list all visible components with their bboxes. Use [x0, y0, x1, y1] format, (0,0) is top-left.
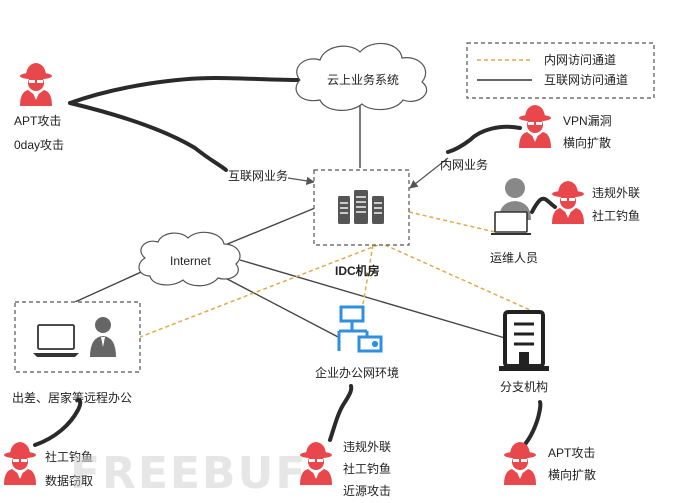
- hacker-icon-ops: [552, 181, 584, 224]
- threat-line-office: [328, 384, 354, 442]
- threat-office-line2: 社工钓鱼: [343, 462, 392, 476]
- internet-label: Internet: [170, 254, 211, 268]
- enterprise-office-label: 企业办公网环境: [315, 366, 400, 380]
- threat-branch-line2: 横向扩散: [548, 468, 597, 482]
- threat-branch-line1: APT攻击: [548, 446, 596, 460]
- internal-idc-branch: [384, 244, 531, 311]
- server-icon: [338, 190, 384, 224]
- link-internet-remote: [74, 267, 151, 303]
- threat-apt-top-line1: APT攻击: [14, 114, 62, 128]
- arrow-intranet-business: [409, 157, 449, 189]
- internal-idc-remote: [139, 244, 379, 338]
- legend-internal-label: 内网访问通道: [544, 53, 617, 67]
- hacker-icon-apt-top: [20, 63, 52, 106]
- remote-office-box: [14, 301, 141, 373]
- threat-ops-line2: 社工钓鱼: [592, 209, 641, 223]
- idc-label: IDC机房: [335, 264, 380, 278]
- link-internet-branch: [239, 259, 506, 339]
- link-internet-idc: [224, 207, 316, 246]
- threat-ops-line1: 违规外联: [592, 186, 641, 200]
- intranet-business-label: 内网业务: [440, 158, 489, 172]
- ops-staff-label: 运维人员: [490, 251, 539, 265]
- arrow-internet-business: [287, 176, 315, 186]
- cloud-internet-shape: [138, 231, 241, 287]
- hacker-icon-vpn: [519, 105, 551, 148]
- office-network-icon: [337, 305, 383, 353]
- threat-line-vpn: [446, 124, 522, 154]
- remote-office-label: 出差、居家等远程办公: [12, 391, 133, 405]
- internet-business-label: 互联网业务: [228, 169, 289, 183]
- legend-box: [466, 42, 655, 99]
- threat-office-line1: 违规外联: [343, 440, 392, 454]
- threat-vpn-line1: VPN漏洞: [563, 114, 612, 128]
- laptop-icon: [33, 324, 79, 357]
- threat-line-ops: [530, 196, 557, 214]
- link-internet-office: [209, 269, 341, 339]
- person-icon: [90, 317, 116, 357]
- internal-idc-ops: [408, 211, 496, 233]
- internal-idc-office: [361, 244, 374, 311]
- threat-apt-top-line2: 0day攻击: [14, 138, 65, 152]
- threat-line-apt-down: [68, 101, 228, 172]
- cloud-business-label: 云上业务系统: [327, 73, 400, 87]
- ops-staff-icon: [491, 178, 531, 235]
- cloud-business-shape: [295, 42, 428, 111]
- threat-remote-line2: 数据窃取: [45, 474, 94, 488]
- threat-line-branch: [518, 400, 543, 452]
- legend-internet-label: 互联网访问通道: [544, 73, 629, 87]
- threat-office-line3: 近源攻击: [343, 484, 392, 498]
- threat-line-remote: [33, 398, 83, 447]
- branch-label: 分支机构: [500, 380, 549, 394]
- threat-vpn-line2: 横向扩散: [563, 136, 612, 150]
- threat-line-apt: [68, 75, 302, 105]
- building-icon: [499, 310, 549, 371]
- hacker-icon-remote: [4, 442, 36, 485]
- watermark: FREEBUF: [70, 448, 308, 499]
- threat-remote-line1: 社工钓鱼: [45, 450, 94, 464]
- hacker-icon-branch: [504, 442, 536, 485]
